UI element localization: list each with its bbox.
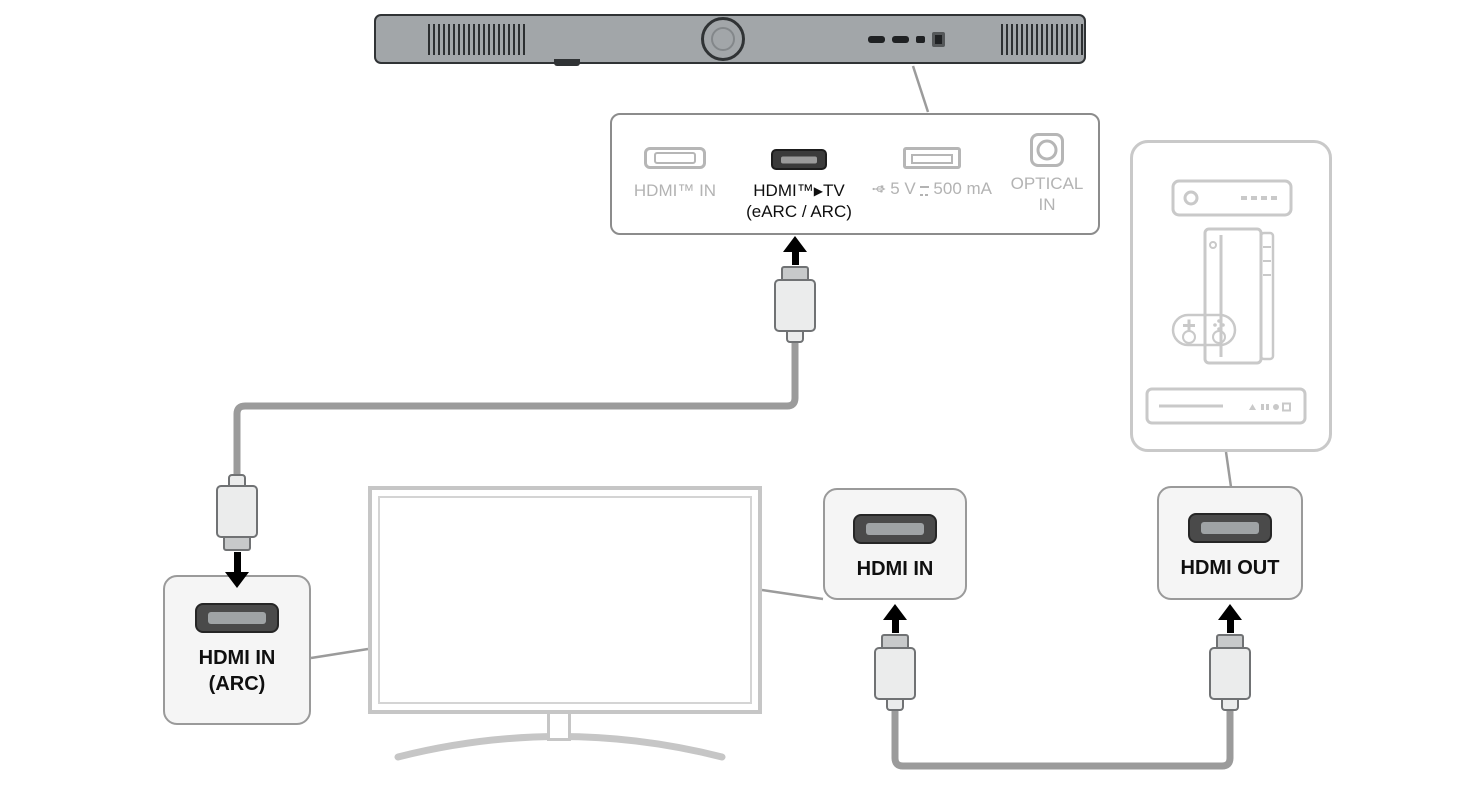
tv xyxy=(368,486,762,714)
tv-stand-neck xyxy=(547,714,571,741)
usb-port-icon xyxy=(903,147,961,169)
port-hdmi-in: HDMI™ IN xyxy=(620,147,730,202)
usb-icon xyxy=(872,185,886,193)
right-triangle-icon: ▶ xyxy=(813,184,823,198)
port-optical: OPTICAL IN xyxy=(1007,133,1087,215)
device-out-label: HDMI OUT xyxy=(1180,557,1280,579)
hdmi-plug-device-out-end xyxy=(1208,634,1252,711)
soundbar-grille-left xyxy=(428,24,525,55)
tv-arc-label-line1: HDMI IN xyxy=(198,647,276,669)
usb-volts: 5 V xyxy=(890,179,916,198)
external-devices-icons xyxy=(1145,179,1307,425)
rear-ports-panel: HDMI™ IN HDMI™▶TV (eARC / ARC) xyxy=(610,113,1100,235)
dc-symbol-icon xyxy=(919,185,930,196)
external-devices-box xyxy=(1130,140,1332,452)
arrow-up-into-out-box xyxy=(1218,604,1242,633)
hdmi-tv-label: HDMI™▶TV xyxy=(739,181,859,202)
tv-screen xyxy=(378,496,752,704)
game-console-icon xyxy=(1171,227,1275,365)
hdmi-plug-tv-in-end xyxy=(873,634,917,711)
arrow-stem xyxy=(1226,620,1234,633)
disc-player-icon xyxy=(1145,387,1307,425)
hdmi-jack-icon xyxy=(195,603,279,633)
plug-tip xyxy=(223,536,251,551)
tv-in-callout-line xyxy=(761,588,824,601)
plug-body xyxy=(774,279,816,332)
soundbar-rear-ports xyxy=(868,32,945,47)
usb-current: 500 mA xyxy=(933,179,992,198)
usb-port-label: 5 V 500 mA xyxy=(872,179,992,199)
settop-box-icon xyxy=(1171,179,1293,217)
hdmi-in-label: HDMI™ IN xyxy=(633,181,717,200)
soundbar xyxy=(374,14,1086,66)
hdmi-cable-soundbar-to-tv xyxy=(233,342,799,478)
soundbar-port-icon xyxy=(868,36,885,43)
plug-body xyxy=(874,647,916,700)
callout-device-hdmi-out: HDMI OUT xyxy=(1157,486,1303,600)
hdmi-tv-sublabel: (eARC / ARC) xyxy=(746,201,852,221)
arrow-head xyxy=(225,572,249,588)
soundbar-grille-right xyxy=(1001,24,1083,55)
arrow-head xyxy=(883,604,907,620)
plug-body xyxy=(1209,647,1251,700)
arrow-stem xyxy=(233,552,241,572)
hdmi-plug-tv-arc-end xyxy=(215,474,259,551)
soundbar-bracket-notch xyxy=(554,59,580,66)
arrow-up-into-tv-in-box xyxy=(883,604,907,633)
plug-body xyxy=(216,485,258,538)
soundbar-port-icon xyxy=(932,32,945,47)
hdmi-jack-icon xyxy=(853,514,937,544)
arrow-up-into-panel xyxy=(783,236,807,265)
optical-port-icon xyxy=(1030,133,1064,167)
hdmi-jack-icon xyxy=(1188,513,1272,543)
plug-boot xyxy=(786,330,804,343)
arrow-head xyxy=(1218,604,1242,620)
plug-boot xyxy=(1221,698,1239,711)
tv-in-label: HDMI IN xyxy=(856,558,934,580)
optical-label-line1: OPTICAL xyxy=(1010,174,1084,193)
arrow-head xyxy=(783,236,807,252)
hdmi-in-port-icon xyxy=(644,147,706,169)
plug-boot xyxy=(886,698,904,711)
callout-tv-hdmi-in: HDMI IN xyxy=(823,488,967,600)
callout-tv-hdmi-in-arc: HDMI IN (ARC) xyxy=(163,575,311,725)
tv-arc-label-line2: (ARC) xyxy=(208,673,266,695)
soundbar-knob xyxy=(701,17,745,61)
port-usb: 5 V 500 mA xyxy=(872,147,992,199)
arrow-stem xyxy=(891,620,899,633)
arrow-down-into-arc-box xyxy=(225,552,249,588)
hdmi-tv-label-left: HDMI™ xyxy=(753,181,814,200)
tv-arc-callout-line xyxy=(310,647,369,660)
arrow-stem xyxy=(791,252,799,265)
soundbar-port-icon xyxy=(892,36,909,43)
hdmi-cable-device-to-tv xyxy=(891,710,1234,770)
port-hdmi-tv: HDMI™▶TV (eARC / ARC) xyxy=(739,149,859,222)
optical-label-line2: IN xyxy=(1038,194,1056,214)
soundbar-callout-line xyxy=(911,65,930,113)
hdmi-plug-soundbar-end xyxy=(773,266,817,343)
hdmi-tv-port-icon xyxy=(771,149,827,170)
device-out-callout-line xyxy=(1224,451,1233,488)
soundbar-port-icon xyxy=(916,36,925,43)
hdmi-tv-label-right: TV xyxy=(822,181,845,200)
